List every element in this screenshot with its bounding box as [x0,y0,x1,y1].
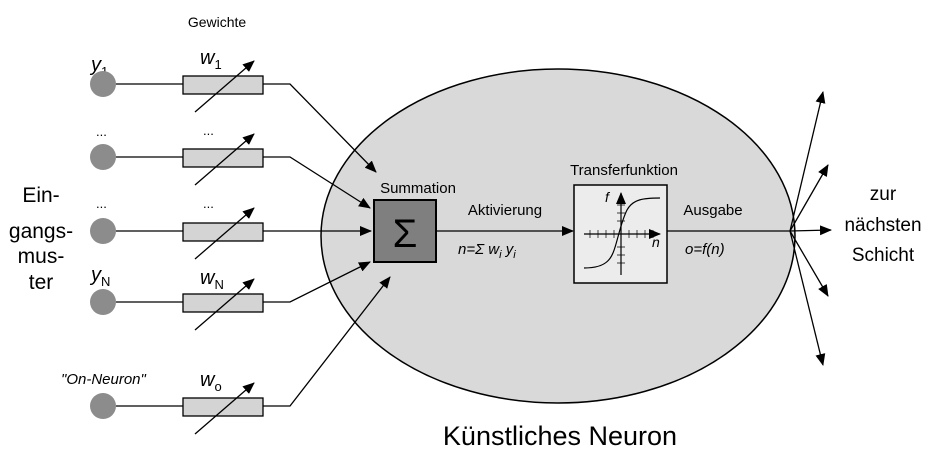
input-row-2: ... ... [90,123,371,209]
fanout-arrow [789,230,829,297]
next-layer-line: nächsten [844,215,921,236]
input-node [90,144,116,170]
adjust-arrow [194,278,255,331]
fanout-arrow [789,230,826,366]
graph-f-label: f [605,189,611,205]
adjust-arrow [194,207,255,260]
input-pattern-line: mus- [18,245,65,268]
weighted-connection [263,261,371,303]
input-pattern-line: Ein- [22,184,59,207]
fanout-arrow [789,225,832,236]
input-row-4: yN wN [89,261,371,331]
weight-label: ... [203,123,214,138]
graph-n-label: n [652,234,660,250]
transfer-function-label: Transferfunktion [570,162,678,179]
input-node [90,289,116,315]
input-pattern-label: Ein- gangs- mus- ter [9,184,73,294]
input-pattern-line: gangs- [9,220,73,243]
weight-resistor [182,75,264,95]
input-label: ... [96,196,107,211]
transfer-function-graph: f n [583,189,661,275]
output-formula: o=f(n) [685,241,725,258]
input-label: ... [96,124,107,139]
input-row-3: ... ... [90,196,372,260]
activation-label: Aktivierung [468,202,542,219]
next-layer-label: zur nächsten Schicht [844,184,921,266]
weights-heading: Gewichte [188,14,247,30]
summation-box [373,199,437,263]
weight-label: wo [200,369,222,394]
fanout-arrow [789,164,829,232]
adjust-arrow [194,382,255,435]
next-layer-line: zur [870,184,897,205]
grid-lines [589,204,654,264]
input-label: yN [89,264,110,289]
activation-formula: n=Σ wi yi [458,241,516,261]
bias-input-label: "On-Neuron" [61,371,147,388]
weight-label: w1 [200,47,222,72]
weight-resistor [182,148,264,168]
input-row-1: y1 w1 [89,47,377,173]
input-node [90,393,116,419]
fanout-arrow [789,91,826,232]
adjust-arrow [194,133,255,186]
input-row-bias: "On-Neuron" wo [61,276,391,435]
sigma-symbol: Σ [393,212,418,256]
output-fanout [789,91,832,366]
adjust-arrow [194,60,255,113]
weight-label: wN [200,267,224,292]
input-node [90,218,116,244]
weight-label: ... [203,196,214,211]
weight-resistor [182,293,264,313]
weighted-connection [263,156,371,209]
diagram-title: Künstliches Neuron [443,421,677,450]
input-node [90,71,116,97]
input-pattern-line: ter [29,271,54,294]
sigmoid-curve [583,197,661,269]
next-layer-line: Schicht [852,245,915,266]
weight-resistor [182,222,264,242]
weight-resistor [182,397,264,417]
weighted-connection [263,83,377,173]
neuron-body [320,68,796,404]
output-label: Ausgabe [683,202,742,219]
summation-label: Summation [380,180,456,197]
weighted-connection [263,276,391,407]
